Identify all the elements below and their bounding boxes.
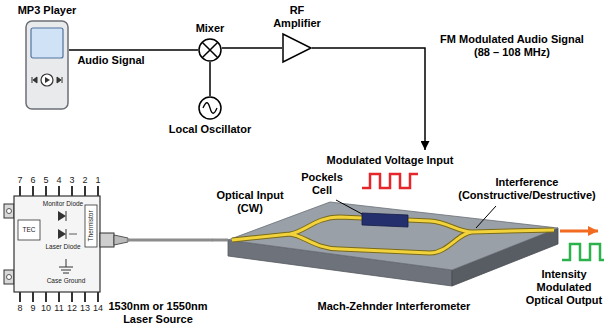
monitor-diode-symbol [58, 211, 66, 221]
oscillator-circle [199, 97, 221, 119]
mixer-cross [202, 42, 218, 58]
pin [84, 292, 86, 302]
mp3-player-icon-outline [25, 20, 69, 110]
chip-top [228, 202, 558, 270]
pin [19, 186, 21, 196]
leader-line [336, 200, 362, 214]
signal-label: Intensity Modulated Optical Output [522, 268, 606, 308]
pin-number: 13 [77, 303, 93, 314]
pin-number: 2 [77, 175, 93, 186]
node-label: Local Oscillator [169, 123, 252, 136]
fiber-ferrule [100, 233, 114, 247]
pin-number: 7 [12, 175, 28, 186]
mixer-circle [199, 39, 221, 61]
play-button [41, 74, 53, 86]
next-symbol [57, 77, 62, 83]
oscillator-symbol-outline [198, 96, 222, 120]
pockels-cell [362, 213, 408, 227]
optical-fiber [128, 239, 212, 242]
pin [58, 186, 60, 196]
pin-number: 9 [25, 303, 41, 314]
pin-number: 14 [90, 303, 106, 314]
part-label: Optical Input (CW) [212, 189, 288, 215]
pin-number: 11 [51, 303, 67, 314]
node-label: RF Amplifier [269, 4, 325, 30]
audio-line [69, 49, 198, 51]
laser-diode-bar [66, 229, 67, 239]
pin-number: 3 [64, 175, 80, 186]
node-label: MP3 Player [18, 4, 77, 17]
player-body [26, 21, 68, 109]
amplifier-triangle [283, 34, 311, 62]
play-symbol [45, 77, 50, 83]
mixer-symbol-outline [198, 38, 222, 62]
pin-number: 6 [25, 175, 41, 186]
prev-symbol [32, 77, 37, 83]
pin-number: 12 [64, 303, 80, 314]
mixer-symbol: Mixer [198, 38, 222, 62]
component-label: Thermistor [87, 206, 95, 246]
player-screen [31, 28, 63, 58]
signal-label: Modulated Voltage Input [320, 154, 460, 167]
mount-hole [7, 209, 12, 214]
laser-emission [69, 234, 77, 235]
pin-number: 10 [38, 303, 54, 314]
pin [97, 186, 99, 196]
pin [32, 292, 34, 302]
optical-square-wave [562, 244, 604, 260]
leader-line [476, 206, 496, 228]
mp3-player-icon: MP3 Player [25, 20, 69, 110]
amplifier-symbol: RF Amplifier [282, 33, 312, 63]
pin [97, 292, 99, 302]
oscillator-line [209, 62, 211, 96]
tec-box [18, 220, 40, 240]
optical-output-arrow [560, 230, 598, 233]
component-label: Case Ground [44, 277, 88, 285]
node-label: Mach-Zehnder Interferometer [318, 300, 471, 313]
pin [19, 292, 21, 302]
pin [58, 292, 60, 302]
pin [45, 186, 47, 196]
pin [32, 186, 34, 196]
pin-number: 4 [51, 175, 67, 186]
component-label: Monitor Diode [40, 200, 86, 208]
laser-diode-symbol [58, 229, 66, 239]
sine-symbol [203, 103, 217, 114]
thermistor-box [85, 205, 97, 247]
pin-number: 1 [90, 175, 106, 186]
pin [45, 292, 47, 302]
node-label: 1530nm or 1550nm Laser Source [106, 300, 210, 326]
oscillator-symbol: Local Oscillator [198, 96, 222, 120]
signal-label: FM Modulated Audio Signal (88 – 108 MHz) [436, 33, 588, 59]
rf-signal-arrow [312, 48, 425, 150]
amplifier-symbol-outline [282, 33, 312, 63]
component-label: TEC [18, 226, 40, 234]
pin [71, 292, 73, 302]
signal-label: Audio Signal [72, 54, 150, 67]
mount-tab [4, 270, 14, 284]
voltage-square-wave [362, 174, 418, 188]
component-label: Laser Diode [42, 243, 84, 251]
pin-number: 8 [12, 303, 28, 314]
monitor-diode-bar [66, 211, 67, 221]
node-label: Mixer [196, 22, 225, 35]
pin-number: 5 [38, 175, 54, 186]
mount-hole [7, 275, 12, 280]
optical-fiber [212, 239, 228, 242]
part-label: Interference (Constructive/Destructive) [452, 176, 602, 202]
if-line [222, 47, 282, 49]
butterfly-package [14, 196, 100, 292]
pin [71, 186, 73, 196]
ground-symbol [59, 259, 73, 273]
fiber-boot [114, 235, 128, 245]
mount-tab [4, 204, 14, 218]
pin [84, 186, 86, 196]
part-label: Pockels Cell [296, 171, 348, 197]
